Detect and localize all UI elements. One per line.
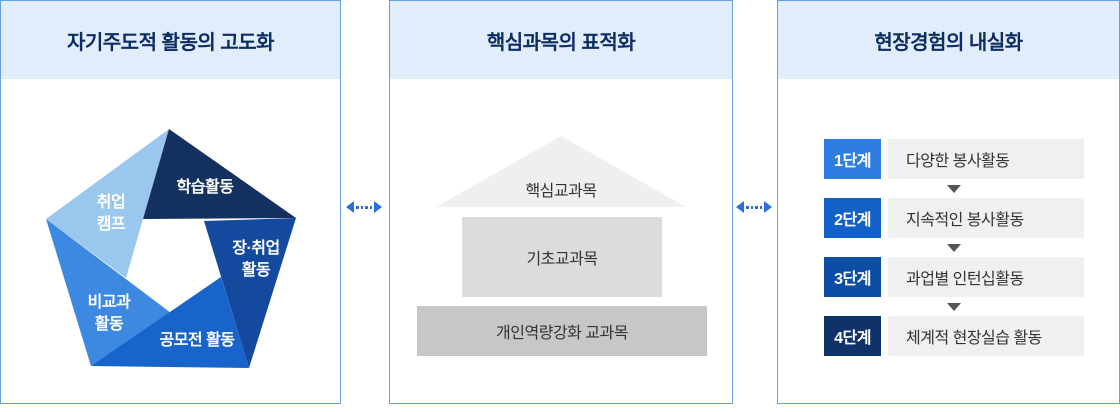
step-gap: [881, 139, 888, 179]
step-arrow: [824, 179, 1084, 198]
arrow-down-icon: [947, 243, 961, 252]
step-row-1: 1단계 다양한 봉사활동: [824, 139, 1084, 179]
pentagon-label-career-line2: 활동: [242, 260, 271, 279]
pyramid-roof-label: 핵심교과목: [390, 177, 732, 201]
arrow-right-icon: [374, 201, 382, 213]
pentagon-label-extracurricular-line2: 활동: [95, 314, 124, 333]
connector-dot: [360, 205, 363, 209]
arrow-left-icon: [736, 201, 744, 213]
pyramid-base-label: 개인역량강화 교과목: [496, 325, 628, 342]
step-label: 지속적인 봉사활동: [888, 198, 1084, 238]
pentagon-segment-career: [204, 218, 296, 368]
panel-title: 자기주도적 활동의 고도화: [66, 31, 275, 54]
step-badge: 2단계: [824, 198, 881, 238]
connector-dot: [365, 205, 368, 209]
panel-header: 자기주도적 활동의 고도화: [1, 1, 340, 79]
step-badge: 3단계: [824, 257, 881, 297]
arrow-down-icon: [947, 184, 961, 193]
step-label: 다양한 봉사활동: [888, 139, 1084, 179]
panel-title: 현장경험의 내실화: [874, 31, 1023, 54]
panel-connector-right: [736, 200, 772, 214]
panel-header: 핵심과목의 표적화: [390, 1, 732, 79]
pentagon-segment-contest: [91, 277, 249, 368]
step-arrow: [824, 297, 1084, 316]
pentagon-segment-study: [143, 129, 296, 219]
step-gap: [881, 316, 888, 356]
pentagon-label-contest: 공모전 활동: [159, 330, 235, 349]
pentagon-label-study: 학습활동: [177, 177, 235, 196]
step-gap: [881, 257, 888, 297]
panel-core-subjects: 핵심과목의 표적화 핵심교과목 기초교과목 개인역량강화 교과목: [389, 0, 733, 404]
arrow-right-icon: [764, 201, 772, 213]
connector-dot: [750, 205, 753, 209]
pentagon-label-job-camp-line2: 캠프: [97, 215, 126, 233]
connector-dot: [755, 205, 758, 209]
pentagon-diagram: 학습활동 장·취업 활동 공모전 활동 비교과 활동 취업 캠프: [46, 129, 296, 368]
pyramid-mid-label: 기초교과목: [526, 251, 598, 268]
connector-dot: [356, 205, 359, 209]
pyramid-roof: [436, 136, 686, 207]
pyramid-top-label: 핵심교과목: [525, 183, 597, 200]
connector-dot: [369, 205, 372, 209]
panel-connector-left: [346, 200, 382, 214]
pentagon-label-job-camp-line1: 취업: [97, 193, 125, 211]
step-row-4: 4단계 체계적 현장실습 활동: [824, 316, 1084, 356]
pentagon-segment-job-camp: [46, 129, 169, 278]
step-label: 과업별 인턴십활동: [888, 257, 1084, 297]
panel-field-experience: 현장경험의 내실화 1단계 다양한 봉사활동 2단계 지속적인 봉사활동 3단계: [777, 0, 1120, 404]
step-badge: 1단계: [824, 139, 881, 179]
steps-list: 1단계 다양한 봉사활동 2단계 지속적인 봉사활동 3단계 과업별 인턴십활동: [824, 139, 1084, 356]
pentagon-label-career-line1: 장·취업: [232, 239, 280, 257]
step-label: 체계적 현장실습 활동: [888, 316, 1084, 356]
panel-self-directed: 학습활동 장·취업 활동 공모전 활동 비교과 활동 취업 캠프 자기주도적 활…: [0, 0, 341, 404]
step-badge: 4단계: [824, 316, 881, 356]
panel-header: 현장경험의 내실화: [778, 1, 1119, 79]
connector-dot: [759, 205, 762, 209]
connector-dot: [746, 205, 749, 209]
panel-title: 핵심과목의 표적화: [486, 31, 636, 54]
pentagon-segment-extracurricular: [46, 219, 171, 366]
step-row-3: 3단계 과업별 인턴십활동: [824, 257, 1084, 297]
pentagon-label-extracurricular-line1: 비교과: [88, 293, 131, 311]
pyramid-base-box: 개인역량강화 교과목: [417, 306, 707, 356]
step-gap: [881, 198, 888, 238]
arrow-down-icon: [947, 302, 961, 311]
step-arrow: [824, 238, 1084, 257]
step-row-2: 2단계 지속적인 봉사활동: [824, 198, 1084, 238]
arrow-left-icon: [346, 201, 354, 213]
pyramid-mid-box: 기초교과목: [462, 217, 662, 297]
